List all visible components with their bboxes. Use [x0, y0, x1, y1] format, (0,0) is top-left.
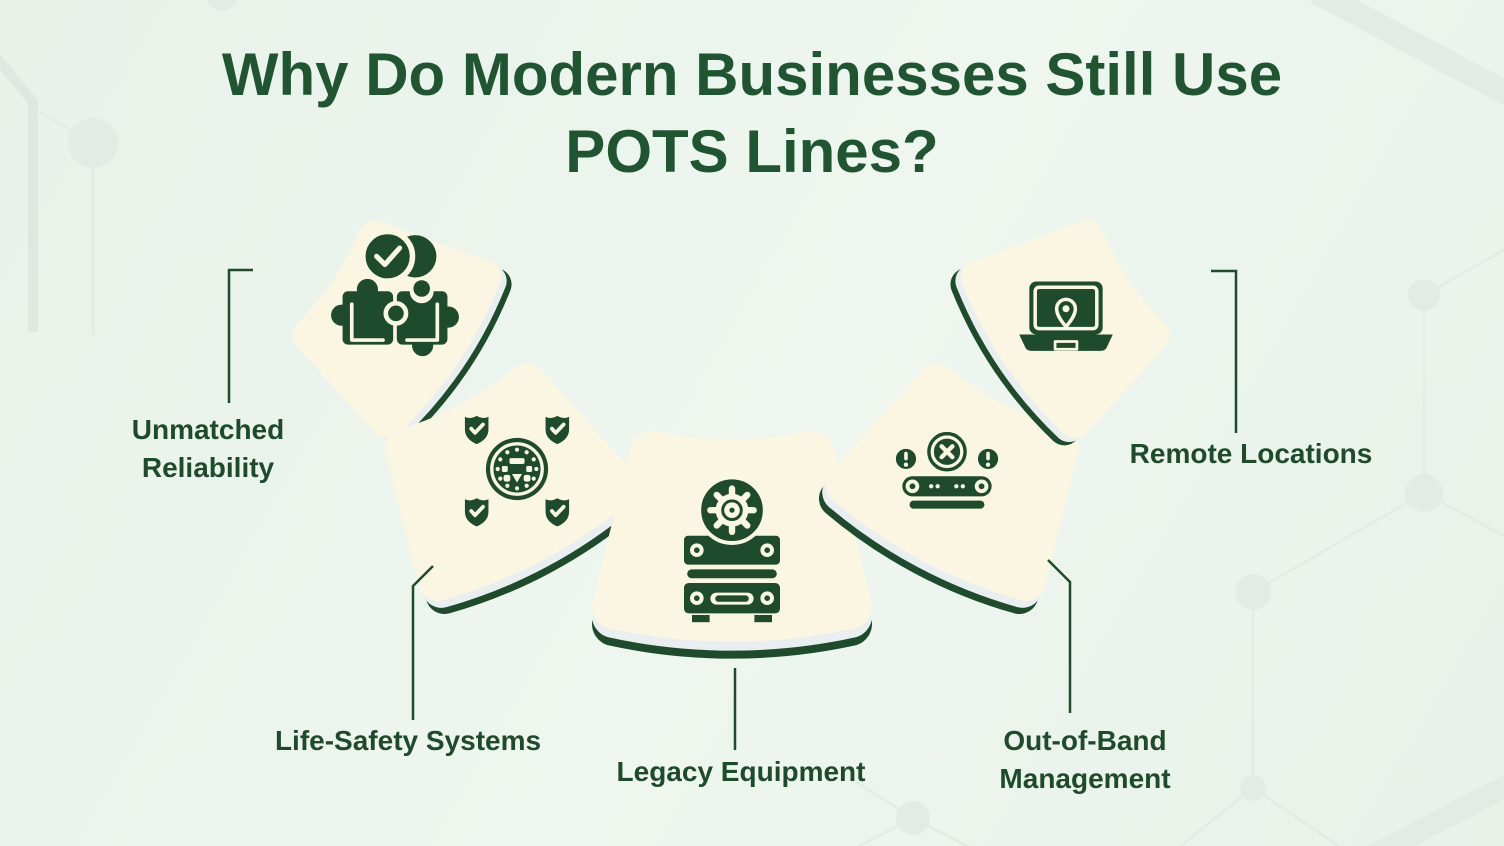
connector-unmatched-reliability — [227, 268, 253, 403]
label-legacy-equipment: Legacy Equipment — [616, 756, 866, 787]
label-unmatched-reliability: Unmatched Reliability — [131, 414, 285, 483]
puzzle-check-icon — [331, 228, 459, 357]
connector-life-safety-systems — [411, 565, 434, 720]
label-life-safety-systems: Life-Safety Systems — [274, 725, 542, 756]
router-alert-icon — [892, 428, 1002, 509]
diagonal-band-bottom-right — [1367, 774, 1504, 846]
page-title-line-2: POTS Lines? — [565, 118, 939, 185]
diagonal-band-top-right — [1310, 0, 1504, 106]
label-remote-locations: Remote Locations — [1129, 438, 1373, 469]
label-out-of-band-management: Out-of-Band Management — [999, 725, 1171, 794]
hexagon-pattern-top-left — [0, 0, 237, 335]
legacy-machine-icon — [684, 475, 780, 623]
laptop-location-icon — [1019, 244, 1113, 351]
molecule-pattern-right — [855, 248, 1504, 846]
page-title: Why Do Modern Businesses Still Use POTS … — [0, 36, 1504, 190]
page-title-line-1: Why Do Modern Businesses Still Use — [221, 41, 1283, 108]
security-shields-icon — [461, 412, 573, 530]
connector-remote-locations — [1211, 269, 1238, 433]
connector-out-of-band-management — [1047, 559, 1072, 713]
